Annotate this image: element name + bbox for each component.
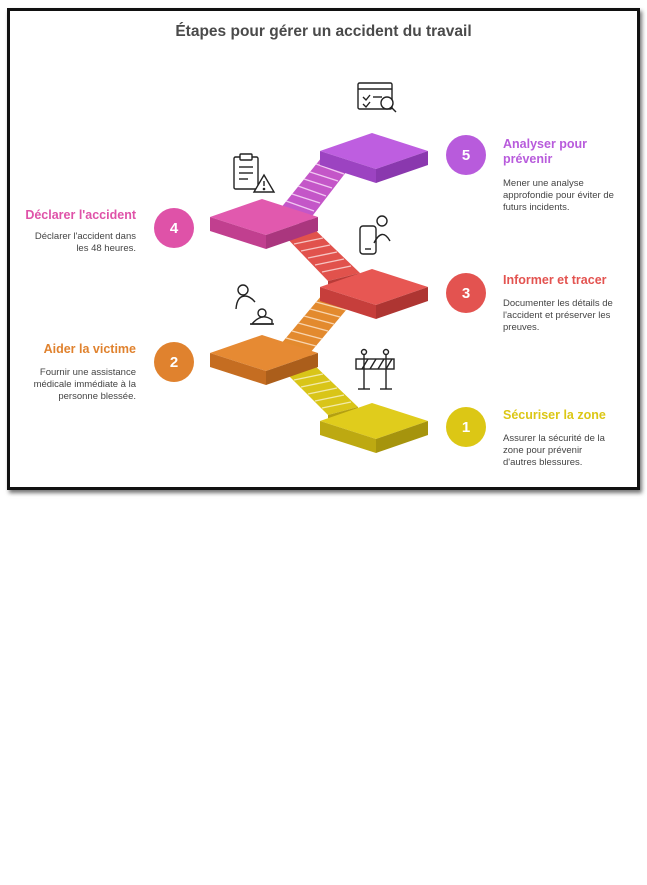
step-5-description-line: futurs incidents. [503, 202, 570, 213]
step-2-description-line: personne blessée. [58, 391, 136, 402]
step-2-description-line: médicale immédiate à la [33, 379, 136, 390]
step-1-description-line: d'autres blessures. [503, 457, 583, 468]
analysis-icon [357, 82, 397, 113]
step-3-title: Informer et tracer [503, 273, 607, 287]
page-title: Étapes pour gérer un accident du travail [175, 23, 472, 40]
staircase-diagram [210, 82, 428, 453]
step-2-description: Fournir une assistance médicale immédiat… [18, 367, 136, 403]
step-4-description: Déclarer l'accident dans les 48 heures. [18, 231, 136, 255]
clipboard-warning-icon [233, 153, 276, 193]
platform-2 [210, 335, 318, 385]
platform-4 [210, 199, 318, 249]
platform-5 [320, 133, 428, 183]
step-1-description: Assurer la sécurité de la zone pour prév… [503, 433, 605, 469]
person-phone-icon [359, 215, 391, 255]
infographic-frame: Étapes pour gérer un accident du travail [7, 8, 640, 490]
step-4-badge: 4 [154, 208, 194, 248]
step-1-badge: 1 [446, 407, 486, 447]
step-1-title: Sécuriser la zone [503, 408, 606, 422]
step-3-badge: 3 [446, 273, 486, 313]
step-3-description-line: l'accident et préserver les [503, 310, 611, 321]
step-2-badge: 2 [154, 342, 194, 382]
step-5-badge: 5 [446, 135, 486, 175]
barrier-icon [355, 348, 395, 390]
step-4-description-line: Déclarer l'accident dans [34, 231, 136, 242]
step-5-description: Mener une analyse approfondie pour évite… [503, 178, 614, 214]
step-4-title: Déclarer l'accident [25, 208, 136, 222]
step-3-description-line: preuves. [503, 322, 540, 333]
platform-3 [320, 269, 428, 319]
step-4-description-line: les 48 heures. [76, 243, 136, 254]
step-2-title: Aider la victime [43, 342, 136, 356]
step-3-description-line: Documenter les détails de [503, 298, 613, 309]
helper-icon [235, 284, 274, 325]
step-1-description-line: Assurer la sécurité de la [503, 433, 605, 444]
step-5-title-line: prévenir [503, 152, 553, 166]
step-5-title-line: Analyser pour [503, 137, 588, 151]
step-5-description-line: approfondie pour éviter de [503, 190, 614, 201]
platform-1 [320, 403, 428, 453]
step-2-description-line: Fournir une assistance [39, 367, 136, 378]
step-5-description-line: Mener une analyse [503, 178, 584, 189]
step-5-title: Analyser pour prévenir [503, 137, 587, 167]
step-3-description: Documenter les détails de l'accident et … [503, 298, 613, 334]
step-1-description-line: zone pour prévenir [503, 445, 583, 456]
